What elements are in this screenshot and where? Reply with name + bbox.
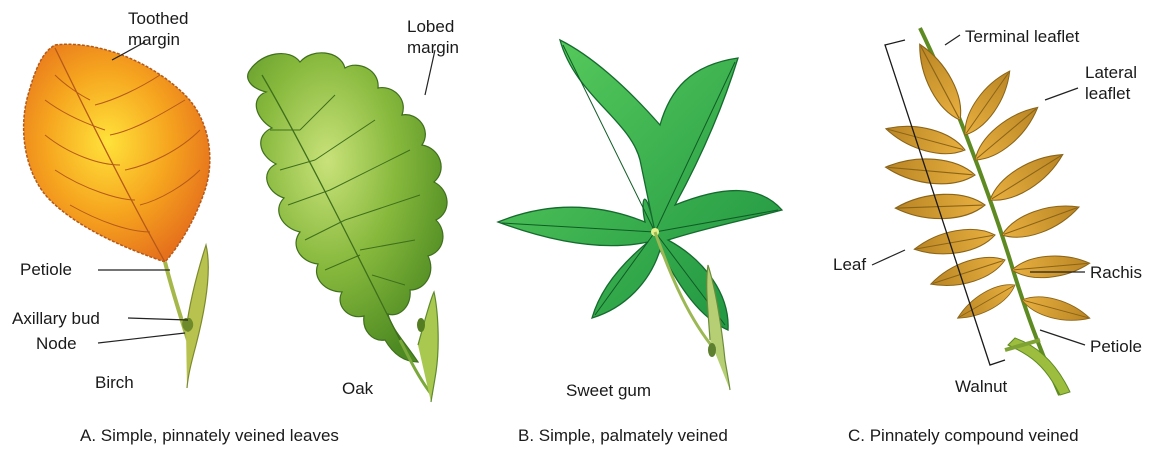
label-lobed-margin: Lobed margin [407, 16, 459, 58]
walnut-leaf [883, 28, 1092, 395]
caption-b: B. Simple, palmately veined [518, 426, 728, 446]
label-rachis: Rachis [1090, 262, 1142, 283]
label-leaf: Leaf [833, 254, 866, 275]
sweetgum-leaf [498, 40, 782, 390]
label-petiole-birch: Petiole [20, 259, 72, 280]
label-node: Node [36, 333, 77, 354]
label-terminal-leaflet: Terminal leaflet [965, 26, 1079, 47]
label-axillary-bud: Axillary bud [12, 308, 100, 329]
label-petiole-walnut: Petiole [1090, 336, 1142, 357]
label-toothed-margin: Toothed margin [128, 8, 189, 50]
label-sweet-gum: Sweet gum [566, 380, 651, 401]
caption-a: A. Simple, pinnately veined leaves [80, 426, 339, 446]
label-walnut: Walnut [955, 376, 1007, 397]
label-birch: Birch [95, 372, 134, 393]
caption-c: C. Pinnately compound veined [848, 426, 1079, 446]
label-oak: Oak [342, 378, 373, 399]
label-lateral-leaflet: Lateral leaflet [1085, 62, 1137, 104]
oak-leaf [248, 53, 447, 402]
